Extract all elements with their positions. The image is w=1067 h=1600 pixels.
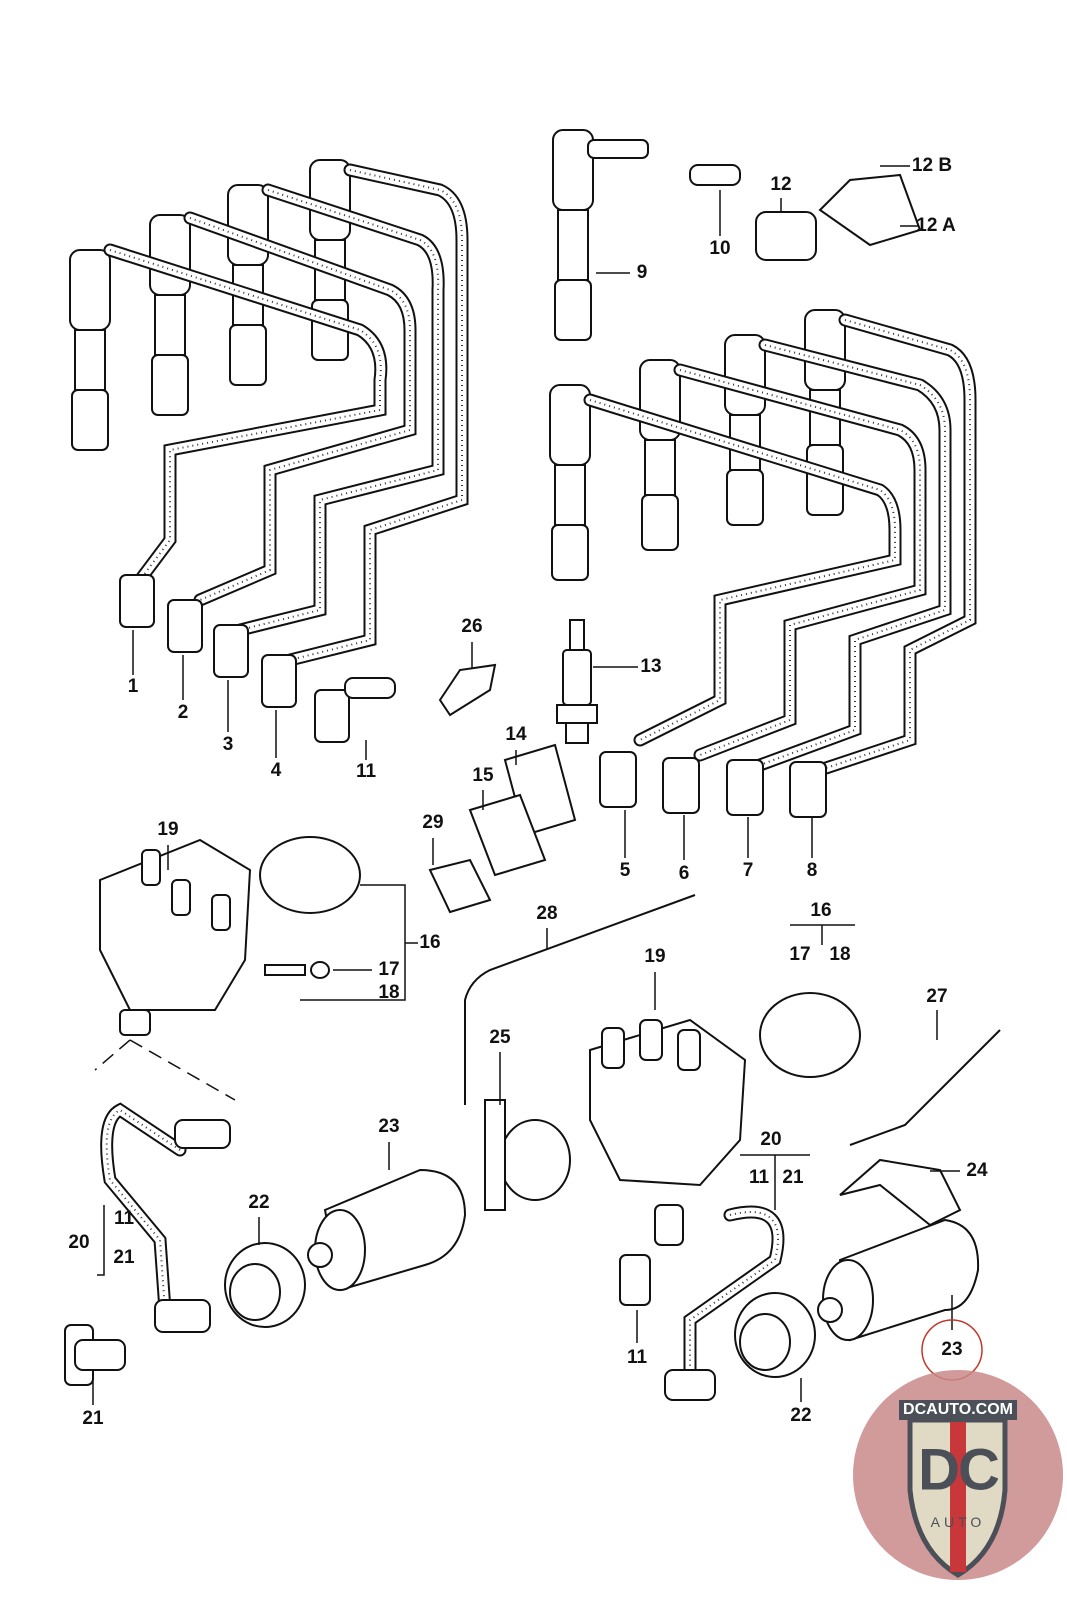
distributor-cap-right [589, 992, 861, 1187]
spark-plug [556, 619, 598, 744]
callout-12b: 12 B [911, 155, 953, 176]
callout-17: 17 [378, 959, 400, 980]
spark-plug-connector-set-left [69, 159, 469, 743]
callout-21-bottom: 21 [82, 1408, 104, 1429]
callout-22-left: 22 [248, 1192, 270, 1213]
callout-3: 3 [222, 734, 234, 755]
callout-26: 26 [461, 616, 483, 637]
callout-12a: 12 A [916, 215, 956, 236]
callout-21-sub: 21 [782, 1167, 804, 1188]
logo-dc-text: DC [918, 1437, 1000, 1503]
coil-boots [224, 1242, 816, 1378]
distributor-cap-left [99, 836, 361, 1036]
callout-19-right: 19 [644, 946, 666, 967]
callout-18-right: 18 [829, 944, 851, 965]
callout-14: 14 [505, 724, 527, 745]
clamps [484, 1029, 1001, 1227]
callout-29: 29 [422, 812, 444, 833]
callout-20-right: 20 [760, 1129, 782, 1150]
dcauto-logo [853, 1370, 1063, 1580]
callout-8: 8 [806, 860, 818, 881]
callout-28: 28 [536, 903, 558, 924]
parts-9-10-12 [552, 129, 922, 341]
callout-5: 5 [619, 860, 631, 881]
callout-16-right: 16 [810, 900, 832, 921]
callout-1: 1 [127, 676, 139, 697]
callout-9: 9 [636, 262, 648, 283]
callout-27: 27 [926, 986, 948, 1007]
callout-11: 11 [355, 761, 377, 782]
callout-leader-lines [92, 165, 960, 1405]
callout-18: 18 [378, 982, 400, 1003]
callout-25: 25 [489, 1027, 511, 1048]
callout-13: 13 [640, 656, 662, 677]
logo-auto-text: AUTO [930, 1514, 986, 1530]
callout-2: 2 [177, 702, 189, 723]
logo-site-text: DCAUTO.COM [899, 1400, 1017, 1420]
callout-19: 19 [157, 819, 179, 840]
callout-11-left-sub: 11 [113, 1208, 135, 1229]
callout-7: 7 [742, 860, 754, 881]
callout-17-right: 17 [789, 944, 811, 965]
callout-20-left: 20 [68, 1232, 90, 1253]
callout-15: 15 [472, 765, 494, 786]
callout-22-right: 22 [790, 1405, 812, 1426]
callout-24: 24 [966, 1160, 988, 1181]
ignition-coils [307, 1168, 980, 1342]
callout-11-sub: 11 [748, 1167, 770, 1188]
small-brackets [428, 663, 577, 914]
callout-21-left-sub: 21 [113, 1247, 135, 1268]
coil-leads [64, 1102, 785, 1401]
callout-16: 16 [419, 932, 441, 953]
callout-11-bottom: 11 [626, 1347, 648, 1368]
callout-23-left: 23 [378, 1116, 400, 1137]
callout-12: 12 [770, 174, 792, 195]
ground-strap-28 [464, 894, 696, 1105]
callout-6: 6 [678, 863, 690, 884]
callout-23-highlighted: 23 [941, 1339, 963, 1360]
callout-10: 10 [709, 238, 731, 259]
spark-plug-connector-set-right [549, 309, 977, 818]
callout-4: 4 [270, 760, 282, 781]
